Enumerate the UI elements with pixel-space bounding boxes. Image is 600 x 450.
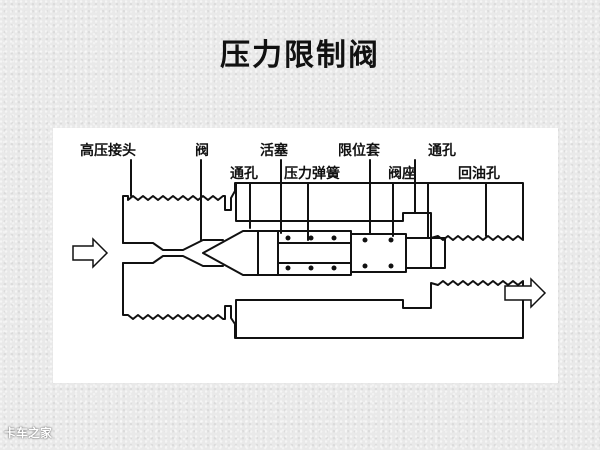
page-title: 压力限制阀: [220, 38, 380, 73]
label-return-oil-hole: 回油孔: [458, 166, 500, 182]
watermark-logo: 卡车之家: [4, 426, 53, 440]
label-through-hole-left: 通孔: [230, 166, 258, 182]
limit-sleeve: [350, 233, 407, 273]
pressure-limiting-valve-diagram: [72, 159, 547, 339]
label-limit-sleeve: 限位套: [338, 143, 380, 159]
inlet-arrow-icon: [72, 237, 109, 269]
diagram-panel: 高压接头 阀 活塞 限位套 通孔 通孔 压力弹簧 阀座 回油孔: [53, 128, 558, 383]
label-pressure-spring: 压力弹簧: [284, 166, 340, 182]
housing-outline: [122, 182, 524, 244]
outlet-arrow-icon: [504, 277, 547, 309]
label-piston: 活塞: [260, 143, 288, 159]
valve-seat: [405, 237, 432, 269]
spring-coils: [285, 235, 394, 271]
label-valve: 阀: [195, 143, 209, 159]
label-valve-seat: 阀座: [388, 166, 416, 182]
label-through-hole-top: 通孔: [428, 143, 456, 159]
piston-body: [257, 230, 352, 276]
label-high-pressure-fitting: 高压接头: [80, 143, 136, 159]
valve-cone: [202, 230, 259, 276]
housing-bottom: [122, 262, 524, 339]
